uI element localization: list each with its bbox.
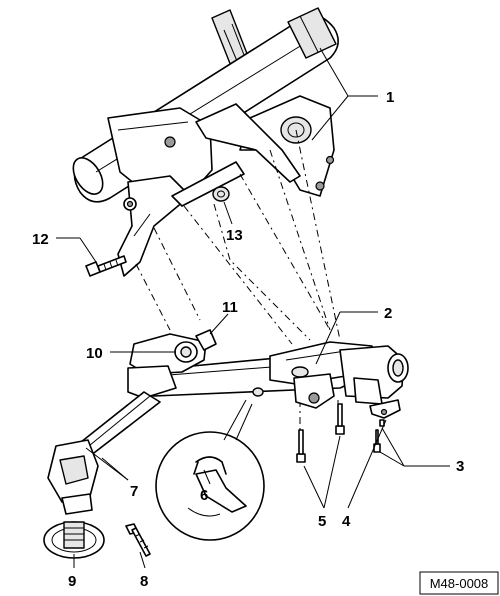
callout-6: 6: [200, 487, 208, 504]
callout-9: 9: [68, 573, 76, 590]
callout-4: 4: [342, 513, 351, 530]
reference-code-box: M48-0008: [419, 571, 499, 595]
callout-5: 5: [318, 513, 326, 530]
assembly-guide-lines: [135, 129, 341, 452]
callout-13: 13: [226, 227, 243, 244]
callout-8: 8: [140, 573, 148, 590]
leader-lines: [56, 47, 450, 569]
callout-12: 12: [32, 231, 49, 248]
reference-code: M48-0008: [430, 576, 489, 591]
callout-3: 3: [456, 458, 464, 475]
callout-7: 7: [130, 483, 138, 500]
bolt-12: [85, 255, 127, 277]
callout-2: 2: [384, 305, 392, 322]
callout-10: 10: [86, 345, 103, 362]
cross-member-assembly: [72, 7, 339, 277]
nut: [212, 186, 230, 202]
callout-11: 11: [222, 299, 238, 316]
steering-column-assembly: [43, 329, 409, 559]
callout-1: 1: [386, 89, 394, 106]
